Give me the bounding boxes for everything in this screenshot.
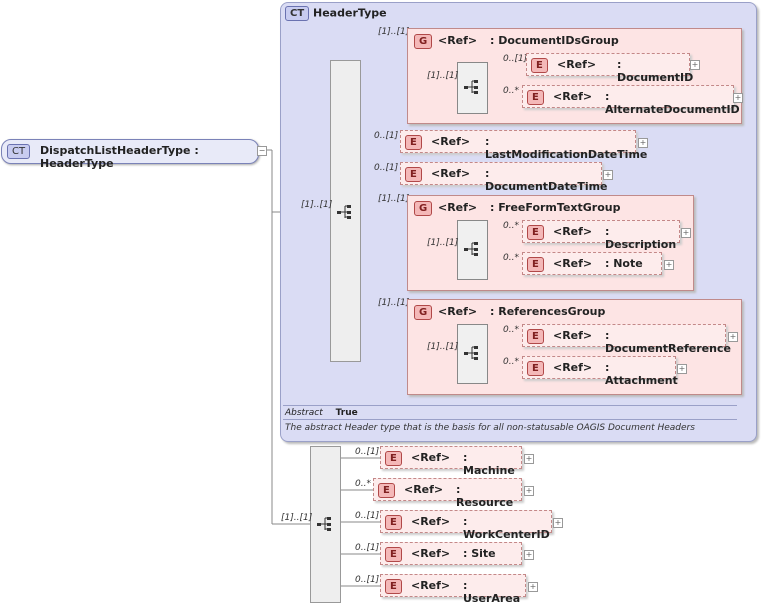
expand-icon[interactable]: + bbox=[681, 228, 691, 238]
seq-cardinality: [1]..[1] bbox=[427, 342, 459, 352]
element-resource[interactable]: E <Ref> : Resource bbox=[373, 478, 522, 509]
element-icon: E bbox=[378, 483, 395, 498]
seq-cardinality: [1]..[1] bbox=[427, 71, 459, 81]
group-freeformtextgroup[interactable]: G <Ref> : FreeFormTextGroup bbox=[407, 195, 694, 291]
element-icon: E bbox=[405, 167, 422, 182]
element-cardinality: 0..[1] bbox=[355, 447, 380, 457]
complex-type-icon: CT bbox=[285, 6, 310, 21]
expand-icon[interactable]: + bbox=[664, 260, 674, 270]
element-userarea[interactable]: E <Ref> : UserArea bbox=[380, 574, 526, 605]
element-cardinality: 0..[1] bbox=[374, 131, 399, 141]
element-icon: E bbox=[385, 451, 402, 466]
group-cardinality: [1]..[1] bbox=[378, 194, 410, 204]
expand-icon[interactable]: + bbox=[638, 138, 648, 148]
element-documentdatetime[interactable]: E <Ref> : DocumentDateTime bbox=[400, 162, 608, 193]
header-type-title: CT HeaderType bbox=[285, 6, 387, 21]
element-workcenterid[interactable]: E <Ref> : WorkCenterID bbox=[380, 510, 552, 541]
element-cardinality: 0..[1] bbox=[355, 575, 380, 585]
sequence-icon bbox=[464, 80, 480, 97]
element-lastmodificationdatetime[interactable]: E <Ref> : LastModificationDateTime bbox=[400, 130, 647, 161]
element-cardinality: 0..[1] bbox=[355, 511, 380, 521]
element-attachment[interactable]: E <Ref> : Attachment bbox=[522, 356, 678, 387]
sequence-icon bbox=[464, 346, 480, 363]
main-seq-cardinality: [1]..[1] bbox=[301, 200, 333, 210]
element-cardinality: 0..* bbox=[503, 357, 519, 367]
root-complex-type[interactable]: CT DispatchListHeaderType : HeaderType bbox=[1, 139, 259, 170]
group-cardinality: [1]..[1] bbox=[378, 298, 410, 308]
element-icon: E bbox=[531, 58, 548, 73]
expand-icon[interactable]: + bbox=[603, 170, 613, 180]
element-icon: E bbox=[385, 547, 402, 562]
element-cardinality: 0..[1] bbox=[355, 543, 380, 553]
element-documentid[interactable]: E <Ref> : DocumentID bbox=[526, 53, 693, 84]
element-icon: E bbox=[527, 329, 544, 344]
expand-icon[interactable]: + bbox=[728, 332, 738, 342]
element-cardinality: 0..* bbox=[355, 479, 371, 489]
element-description[interactable]: E <Ref> : Description bbox=[522, 220, 680, 251]
element-cardinality: 0..[1] bbox=[503, 54, 528, 64]
documentation-text: The abstract Header type that is the bas… bbox=[285, 423, 695, 433]
element-note[interactable]: E <Ref> : Note bbox=[522, 252, 662, 275]
ext-seq-cardinality: [1]..[1] bbox=[281, 513, 313, 523]
element-icon: E bbox=[527, 90, 544, 105]
element-cardinality: 0..[1] bbox=[374, 163, 399, 173]
abstract-property: Abstract True bbox=[285, 408, 358, 418]
group-icon: G bbox=[414, 305, 433, 320]
expand-icon[interactable]: + bbox=[553, 518, 563, 528]
element-alternatedocumentid[interactable]: E <Ref> : AlternateDocumentID bbox=[522, 85, 740, 116]
sequence-icon bbox=[317, 517, 333, 534]
group-cardinality: [1]..[1] bbox=[378, 27, 410, 37]
expand-icon[interactable]: + bbox=[528, 582, 538, 592]
element-icon: E bbox=[527, 257, 544, 272]
divider bbox=[283, 419, 737, 420]
element-cardinality: 0..* bbox=[503, 86, 519, 96]
element-icon: E bbox=[385, 515, 402, 530]
expand-icon[interactable]: + bbox=[677, 364, 687, 374]
element-icon: E bbox=[527, 361, 544, 376]
seq-cardinality: [1]..[1] bbox=[427, 238, 459, 248]
element-icon: E bbox=[527, 225, 544, 240]
expand-icon[interactable]: + bbox=[524, 550, 534, 560]
complex-type-icon: CT bbox=[7, 144, 31, 159]
element-cardinality: 0..* bbox=[503, 253, 519, 263]
sequence-icon bbox=[464, 242, 480, 259]
group-icon: G bbox=[414, 201, 433, 216]
expand-icon[interactable]: + bbox=[690, 60, 700, 70]
expand-icon[interactable]: + bbox=[524, 454, 534, 464]
divider bbox=[283, 405, 737, 406]
element-site[interactable]: E <Ref> : Site bbox=[380, 542, 522, 565]
expand-icon[interactable]: + bbox=[524, 486, 534, 496]
element-icon: E bbox=[405, 135, 422, 150]
group-icon: G bbox=[414, 34, 433, 49]
element-cardinality: 0..* bbox=[503, 325, 519, 335]
collapse-icon[interactable]: − bbox=[257, 146, 267, 156]
element-machine[interactable]: E <Ref> : Machine bbox=[380, 446, 522, 477]
sequence-icon bbox=[337, 205, 353, 222]
element-icon: E bbox=[385, 579, 402, 594]
element-documentreference[interactable]: E <Ref> : DocumentReference bbox=[522, 324, 731, 355]
expand-icon[interactable]: + bbox=[733, 93, 743, 103]
root-label: DispatchListHeaderType : HeaderType bbox=[40, 144, 199, 170]
element-cardinality: 0..* bbox=[503, 221, 519, 231]
